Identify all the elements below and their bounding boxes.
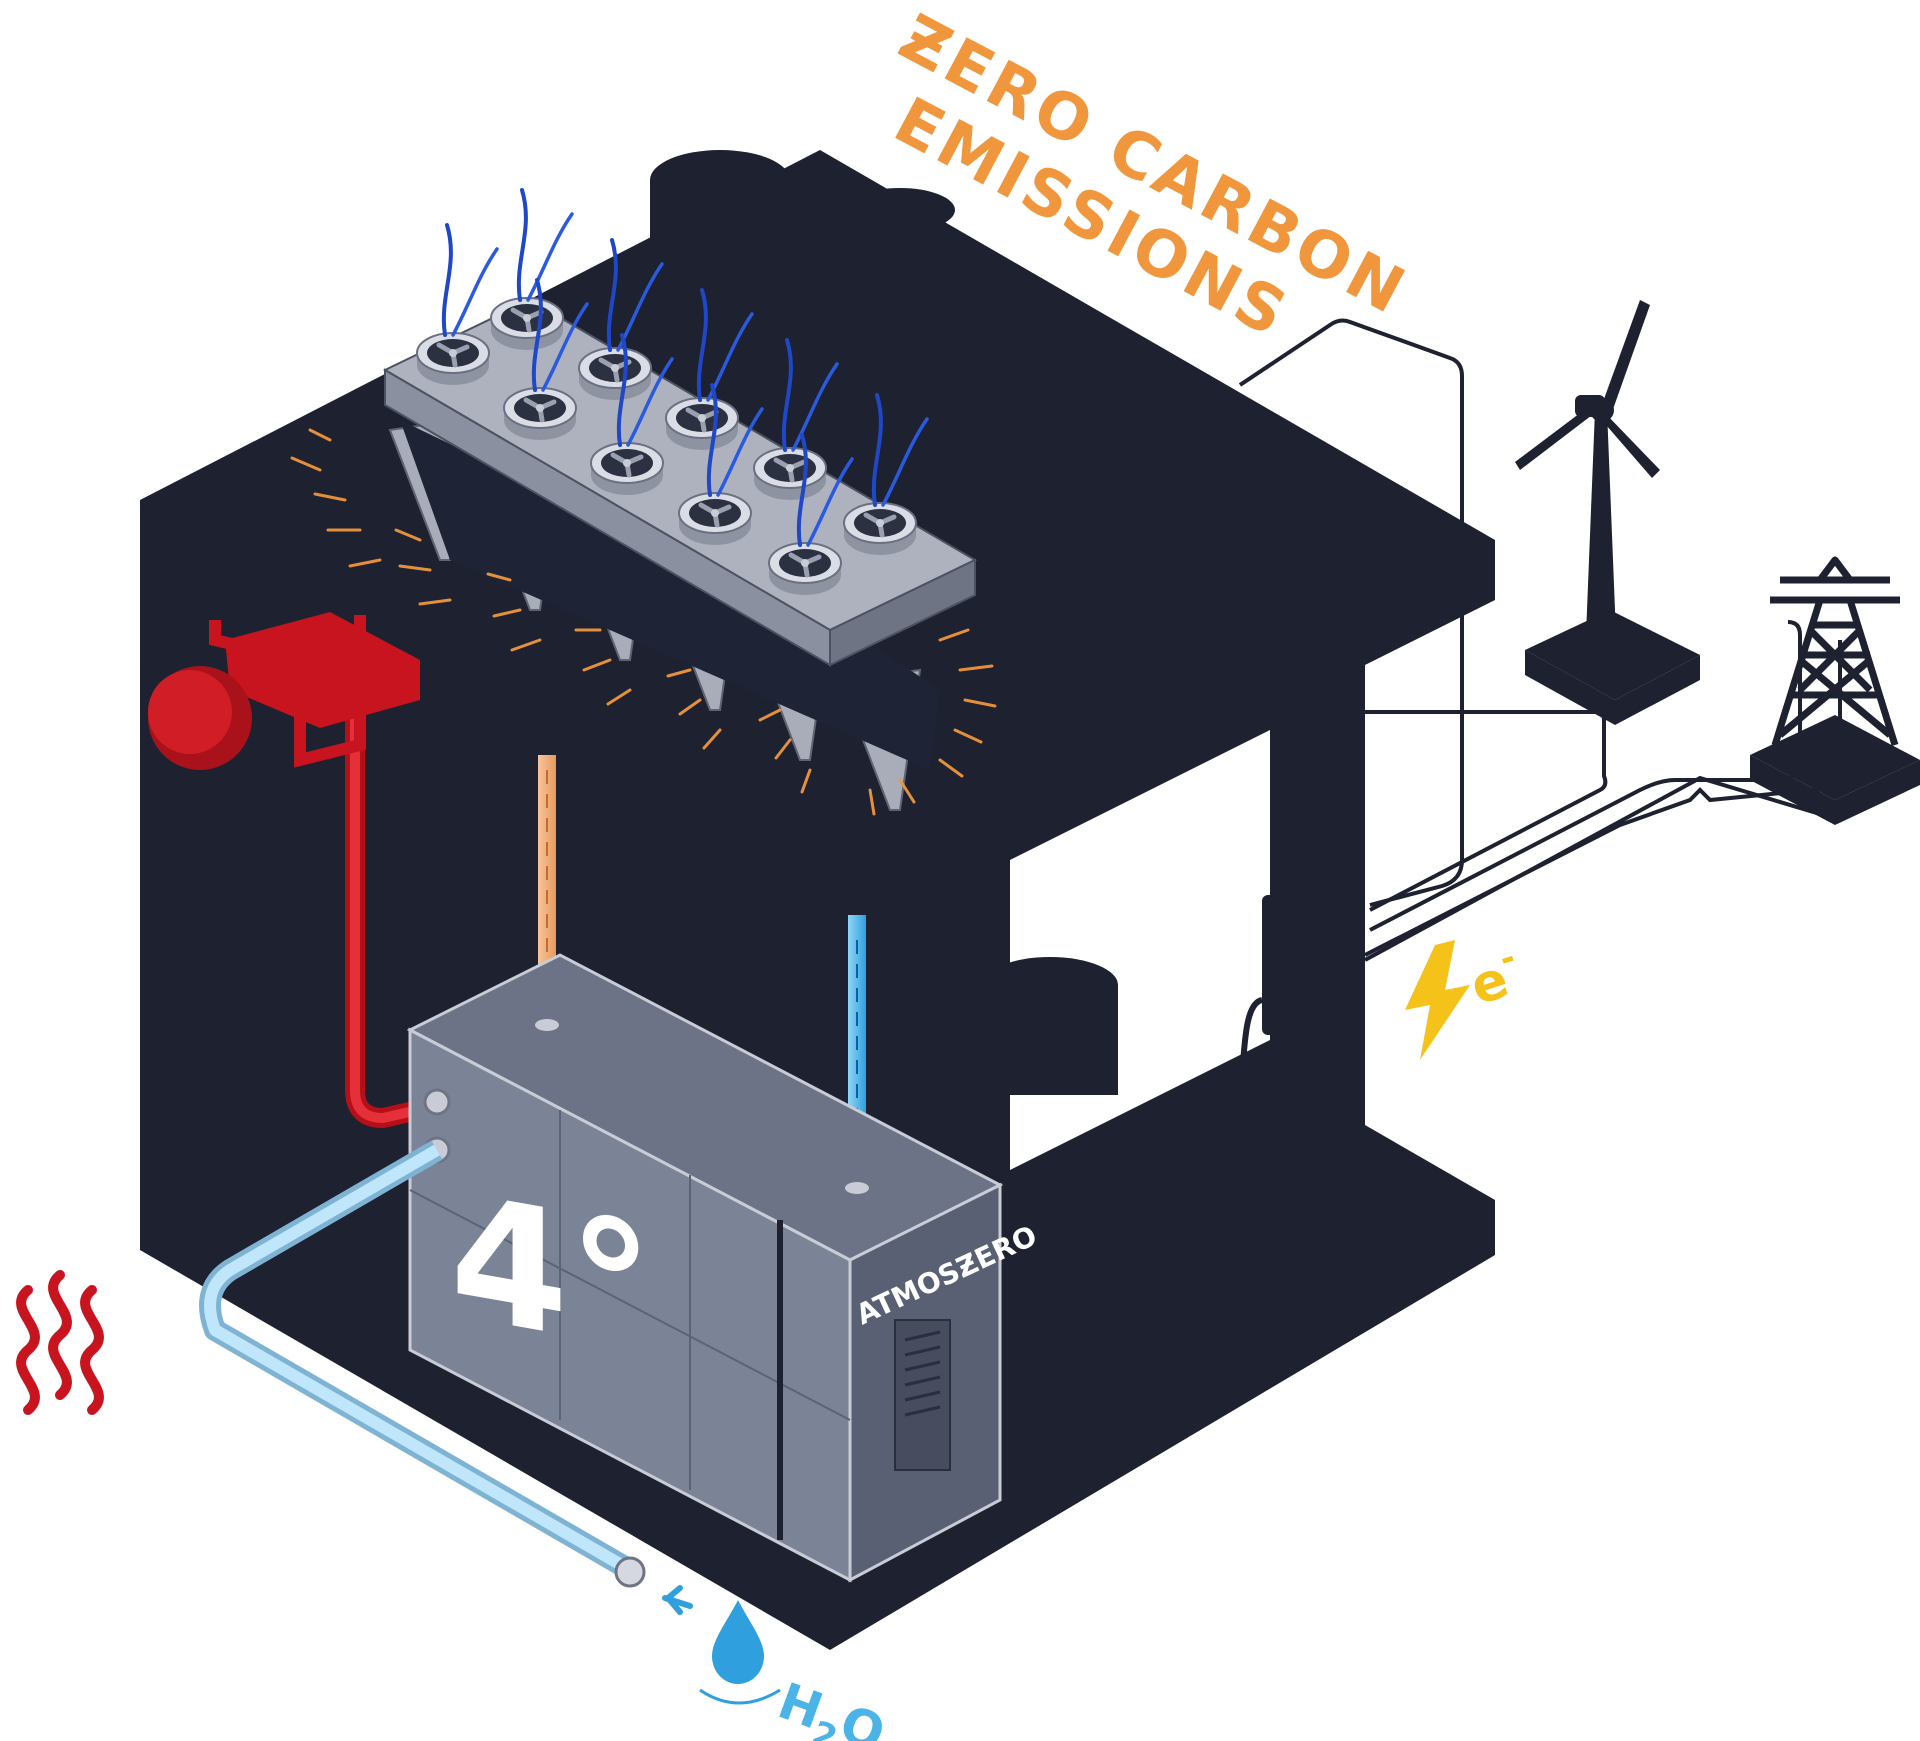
heat-source-unit — [148, 612, 443, 1128]
cooling-fan-icon — [491, 298, 563, 350]
cooling-fan-icon — [844, 503, 916, 555]
cooling-fan-icon — [417, 333, 489, 385]
cooling-fan-icon — [591, 443, 663, 495]
cooling-fan-icon — [754, 448, 826, 500]
water-drop-icon — [662, 1585, 781, 1705]
cooling-fan-icon — [769, 543, 841, 595]
atmoszero-heat-pump-container: 4° ATMOSƵERO — [406, 953, 1042, 1583]
water-inlet-pipe — [199, 1140, 646, 1588]
heat-waves-icon — [16, 1270, 104, 1415]
lightning-bolt-icon — [1405, 940, 1470, 1060]
water-label: H2O — [767, 1672, 892, 1741]
container-temperature: 4° — [450, 1158, 653, 1391]
cooling-fan-icon — [666, 398, 738, 450]
transmission-tower-icon — [1750, 556, 1920, 825]
cooling-fan-icon — [679, 493, 751, 545]
electricity-label: e- — [1461, 937, 1529, 1017]
dry-cooler-unit — [290, 188, 997, 816]
cooling-fan-icon — [579, 348, 651, 400]
wind-turbine-icon — [1515, 300, 1700, 725]
cooling-fan-icon — [504, 388, 576, 440]
